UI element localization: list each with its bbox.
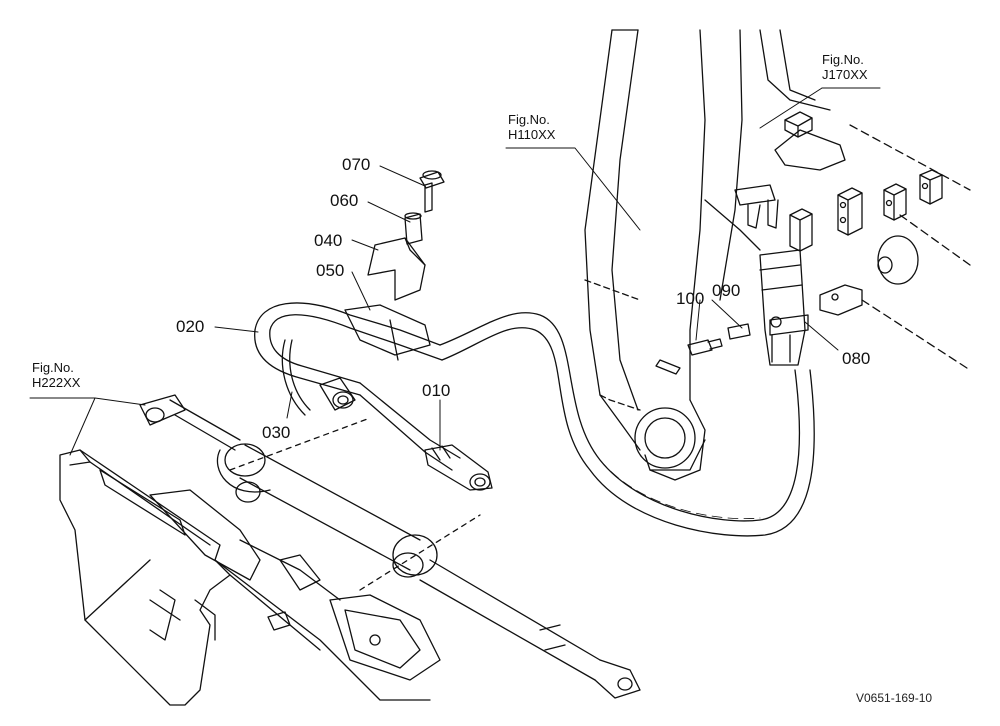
fig-ref-j170-line2: J170XX [822,67,868,82]
part-label-030: 030 [262,423,291,442]
part-label-090: 090 [712,281,741,300]
fig-ref-h110-line2: H110XX [508,127,556,142]
part-label-100: 100 [676,289,705,308]
fig-ref-h110: Fig.No. H110XX [508,112,555,142]
machine-frame [59,449,441,706]
leader-lines [29,87,881,456]
fig-ref-h222-line2: H222XX [32,375,81,390]
fig-ref-h222: Fig.No. H222XX [32,360,80,390]
part-label-070: 070 [342,155,371,174]
part-label-080: 080 [842,349,871,368]
boom-arm [584,29,831,481]
cylinder [139,394,641,699]
part-label-040: 040 [314,231,343,250]
bracket-assembly [774,111,971,371]
fig-ref-j170-line1: Fig.No. [822,52,864,67]
fig-ref-h222-line1: Fig.No. [32,360,74,375]
part-label-060: 060 [330,191,359,210]
small-parts [281,170,493,491]
part-label-020: 020 [176,317,205,336]
fig-ref-j170: Fig.No. J170XX [822,52,868,82]
hose-fittings [687,184,809,366]
part-label-050: 050 [316,261,345,280]
part-label-010: 010 [422,381,451,400]
fig-ref-h110-line1: Fig.No. [508,112,550,127]
drawing-id: V0651-169-10 [856,691,933,705]
